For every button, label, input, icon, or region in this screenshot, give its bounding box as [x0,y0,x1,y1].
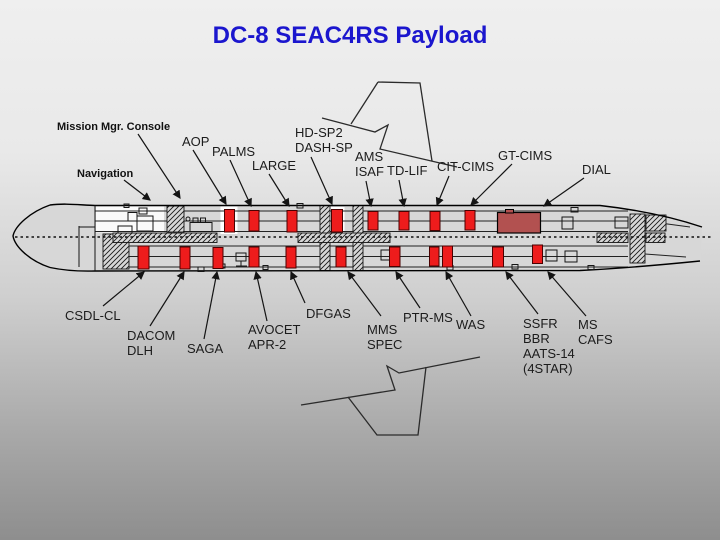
svg-text:(4STAR): (4STAR) [523,361,573,376]
label-navigation: Navigation [77,168,134,180]
instrument-box-ptr-ms [389,246,401,267]
svg-text:CAFS: CAFS [578,332,613,347]
svg-text:APR-2: APR-2 [248,337,286,352]
instrument-box-cit-cims [429,211,441,231]
instrument-box-dial-notch [505,209,514,214]
instrument-box-was-2 [442,245,453,268]
leader-lines [102,133,587,340]
instrument-box-ssfr [492,246,504,268]
leader-was [445,270,472,317]
instrument-box-dial [496,211,542,234]
slide-title: DC-8 SEAC4RS Payload [212,22,488,49]
leader-avocet-apr-2 [253,270,268,322]
leader-td-lif [398,179,407,208]
leader-aop [192,149,227,206]
bottom-labels: CSDL-CL DACOM DLH SAGA AVOCET APR-2 DFGA… [65,306,613,376]
leader-gt-cims [470,163,513,206]
instrument-boxes-bottom [137,244,543,270]
label-mms-spec: MMS SPEC [367,322,402,352]
leader-dacom-dlh [149,270,185,327]
instrument-box-ams-isaf [367,211,379,231]
svg-text:MMS: MMS [367,322,398,337]
instrument-boxes-top [224,209,542,234]
svg-text:BBR: BBR [523,331,550,346]
leader-cit-cims [435,175,450,207]
instrument-box-dfgas [285,246,297,269]
svg-text:AMS: AMS [355,149,384,164]
leader-hd-sp2-dash-sp [310,156,333,206]
label-cit-cims: CIT-CIMS [437,159,494,174]
svg-text:AVOCET: AVOCET [248,322,301,337]
instrument-box-hd-sp2-dash-sp [331,209,343,233]
leader-large [268,173,290,208]
label-hd-sp2-dash-sp: HD-SP2 DASH-SP [295,125,353,155]
leader-ams-isaf [365,180,374,208]
cockpit-console-details [116,203,213,234]
label-td-lif: TD-LIF [387,163,428,178]
instrument-box-csdl-cl [137,245,150,270]
label-was: WAS [456,317,485,332]
fuselage [12,203,712,272]
label-avocet-apr-2: AVOCET APR-2 [248,322,301,352]
svg-text:SSFR: SSFR [523,316,558,331]
leader-ssfr [505,271,539,315]
svg-text:MS: MS [578,317,598,332]
svg-text:SPEC: SPEC [367,337,402,352]
label-csdl-cl: CSDL-CL [65,308,121,323]
instrument-box-avocet-apr-2 [248,246,260,268]
svg-text:HD-SP2: HD-SP2 [295,125,343,140]
instrument-box-aop [224,209,235,233]
leader-saga [203,270,220,340]
instrument-box-palms [248,210,260,232]
label-gt-cims: GT-CIMS [498,148,552,163]
leader-ms-cafs [547,271,587,317]
leader-dial [543,177,585,207]
label-palms: PALMS [212,144,255,159]
instrument-box-mms-spec [335,246,347,268]
svg-text:DASH-SP: DASH-SP [295,140,353,155]
label-ptr-ms: PTR-MS [403,310,453,325]
instrument-box-td-lif [398,211,410,231]
svg-text:AATS-14: AATS-14 [523,346,575,361]
leader-mission-mgr-console [137,133,181,200]
label-ssfr-bbr-aats-14-4star: SSFR BBR AATS-14 (4STAR) [523,316,575,376]
svg-text:DACOM: DACOM [127,328,175,343]
instrument-box-ms-cafs [532,244,543,264]
svg-text:ISAF: ISAF [355,164,384,179]
hull-outline [12,203,703,272]
leader-ptr-ms [395,271,421,309]
leader-palms [229,159,252,208]
label-ms-cafs: MS CAFS [578,317,613,347]
label-dfgas: DFGAS [306,306,351,321]
leader-mms-spec [347,271,382,317]
label-ams-isaf: AMS ISAF [355,149,384,179]
label-dial: DIAL [582,162,611,177]
leader-dfgas [290,270,306,304]
wing-upper-break [321,81,458,168]
label-mission-mgr-console: Mission Mgr. Console [57,121,170,133]
instrument-box-gt-cims [464,210,476,231]
label-dacom-dlh: DACOM DLH [127,328,175,358]
wing-lower-break [300,356,481,436]
svg-text:DLH: DLH [127,343,153,358]
label-aop: AOP [182,134,209,149]
leader-csdl-cl [102,271,145,307]
label-large: LARGE [252,158,296,173]
instrument-box-large [286,210,298,233]
label-saga: SAGA [187,341,223,356]
top-labels: Mission Mgr. Console Navigation AOP PALM… [57,121,611,180]
instrument-box-dacom-dlh [179,246,191,270]
cockpit-area [96,206,164,233]
instrument-box-was-1 [429,246,440,267]
instrument-box-saga [212,247,224,269]
leader-navigation [123,179,151,201]
